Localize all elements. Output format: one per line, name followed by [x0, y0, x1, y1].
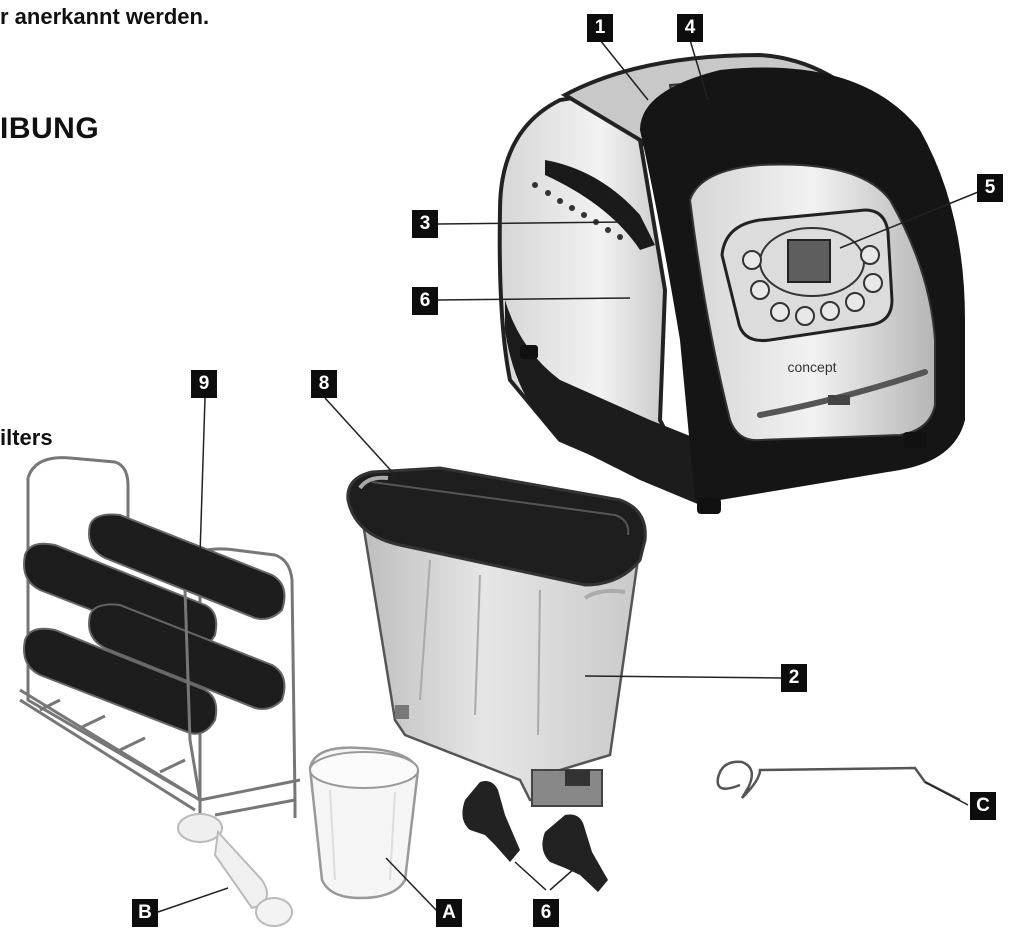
baguette-rack	[20, 458, 300, 820]
label-6-housing: 6	[412, 287, 438, 315]
label-c-hook: C	[970, 792, 996, 820]
label-b-measuring-spoon: B	[132, 899, 158, 927]
kneading-hook	[718, 762, 960, 800]
label-3-handle: 3	[412, 210, 438, 238]
bread-maker: concept	[500, 55, 965, 514]
label-8-bread-pan-handle: 8	[311, 370, 337, 398]
brand-logo: concept	[787, 359, 836, 375]
label-6-kneading-paddles: 6	[533, 899, 559, 927]
measuring-spoon	[178, 814, 292, 926]
label-9-baguette-rack: 9	[191, 370, 217, 398]
label-2-bread-pan: 2	[781, 664, 807, 692]
label-1-lid: 1	[587, 14, 613, 42]
label-5-control-panel: 5	[977, 174, 1003, 202]
label-a-measuring-cup: A	[436, 899, 462, 927]
label-4-window: 4	[677, 14, 703, 42]
